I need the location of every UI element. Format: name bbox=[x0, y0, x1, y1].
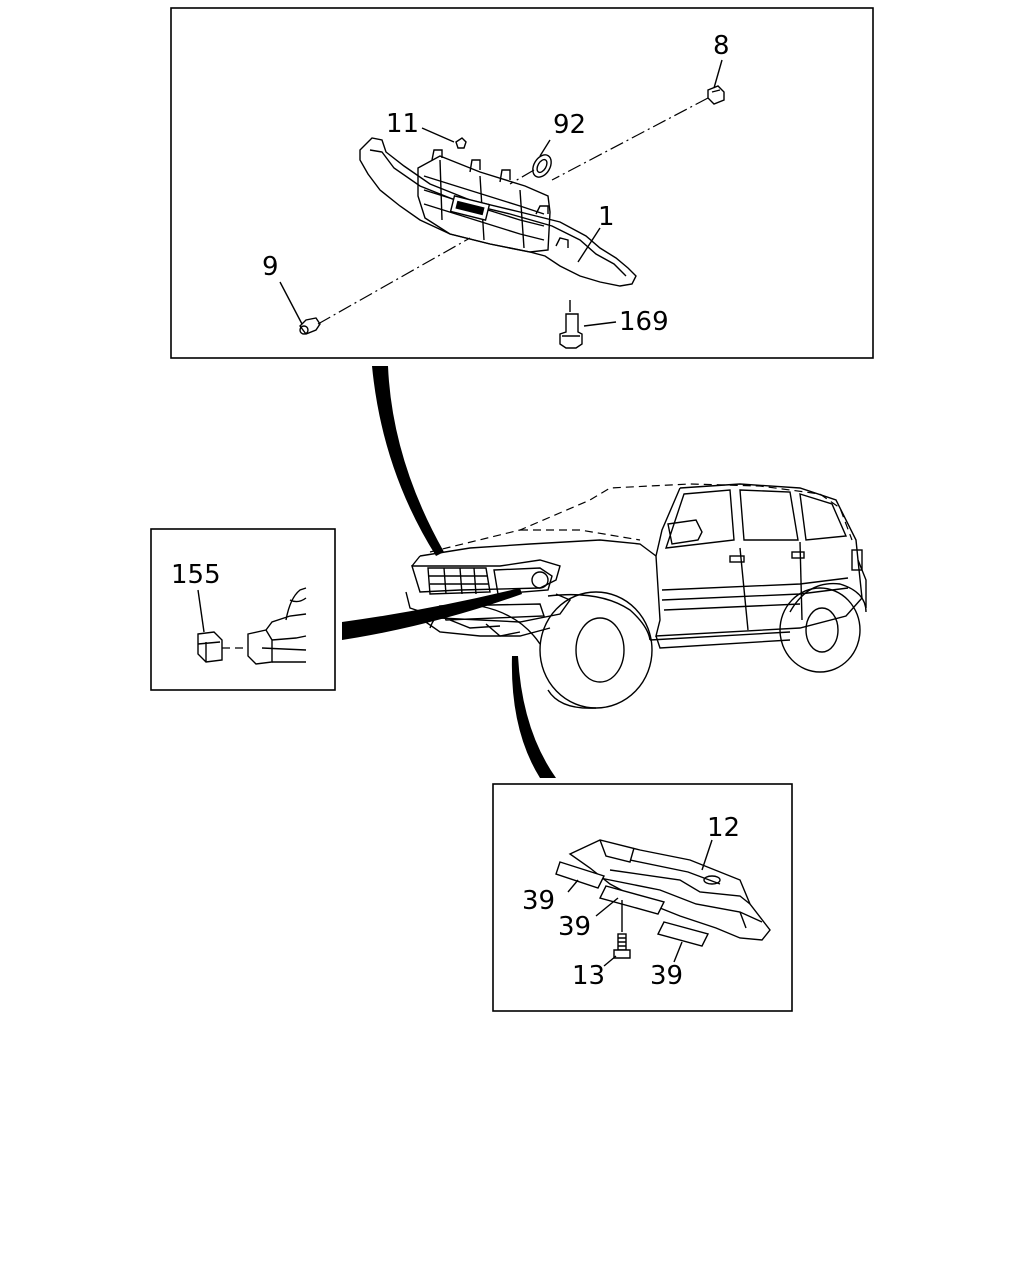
side-detail-panel: 155 bbox=[150, 528, 336, 691]
clip-part-8-drawing bbox=[707, 85, 725, 105]
leader-155 bbox=[197, 589, 205, 633]
under-cover-part-12-drawing bbox=[568, 839, 771, 941]
callout-11: 11 bbox=[386, 109, 419, 139]
leader-9 bbox=[279, 281, 303, 325]
pin-part-169-drawing bbox=[559, 300, 583, 349]
bolt-part-13-drawing bbox=[613, 900, 631, 959]
screw-part-9-drawing bbox=[299, 317, 321, 335]
callout-155: 155 bbox=[171, 560, 221, 590]
grille-detail-panel: 8 11 92 1 9 169 bbox=[170, 7, 874, 359]
emblem-part-92-drawing bbox=[532, 154, 552, 178]
pointer-to-side-inset bbox=[342, 588, 522, 640]
callout-92: 92 bbox=[553, 110, 586, 140]
leader-39-c bbox=[673, 941, 683, 963]
pad-part-39-a-drawing bbox=[555, 861, 605, 889]
callout-13: 13 bbox=[572, 961, 605, 991]
side-detail-frame bbox=[150, 528, 336, 691]
callout-8: 8 bbox=[713, 31, 730, 61]
callout-39-b: 39 bbox=[558, 912, 591, 942]
leader-12 bbox=[701, 839, 713, 871]
callout-12: 12 bbox=[707, 813, 740, 843]
leader-39-b bbox=[595, 897, 619, 917]
leader-11 bbox=[421, 127, 455, 143]
pad-part-39-b-drawing bbox=[598, 885, 666, 915]
pointer-to-under-inset bbox=[511, 656, 556, 778]
leader-13 bbox=[603, 955, 617, 967]
leader-1 bbox=[577, 227, 601, 263]
under-detail-panel: 12 39 39 13 39 bbox=[492, 783, 793, 1012]
pointer-to-grille bbox=[372, 366, 444, 556]
leader-39-a bbox=[567, 879, 579, 893]
assembly-line-92 bbox=[509, 169, 535, 185]
leader-8 bbox=[713, 59, 723, 89]
front-grille-drawing bbox=[359, 137, 637, 287]
callout-1: 1 bbox=[598, 202, 615, 232]
callout-39-a: 39 bbox=[522, 886, 555, 916]
assembly-line-9 bbox=[317, 237, 471, 325]
pad-part-39-c-drawing bbox=[656, 921, 710, 947]
callout-39-c: 39 bbox=[650, 961, 683, 991]
callout-9: 9 bbox=[262, 252, 279, 282]
under-detail-frame bbox=[492, 783, 793, 1012]
grille-detail-frame bbox=[170, 7, 874, 359]
vehicle-drawing bbox=[405, 483, 867, 709]
leader-92 bbox=[539, 139, 551, 157]
callout-169: 169 bbox=[619, 307, 669, 337]
bumper-edge-drawing bbox=[247, 587, 307, 665]
bracket-part-155-drawing bbox=[197, 631, 223, 663]
assembly-line-8 bbox=[551, 97, 709, 181]
leader-169 bbox=[583, 321, 617, 327]
clip-part-11-drawing bbox=[455, 137, 467, 149]
